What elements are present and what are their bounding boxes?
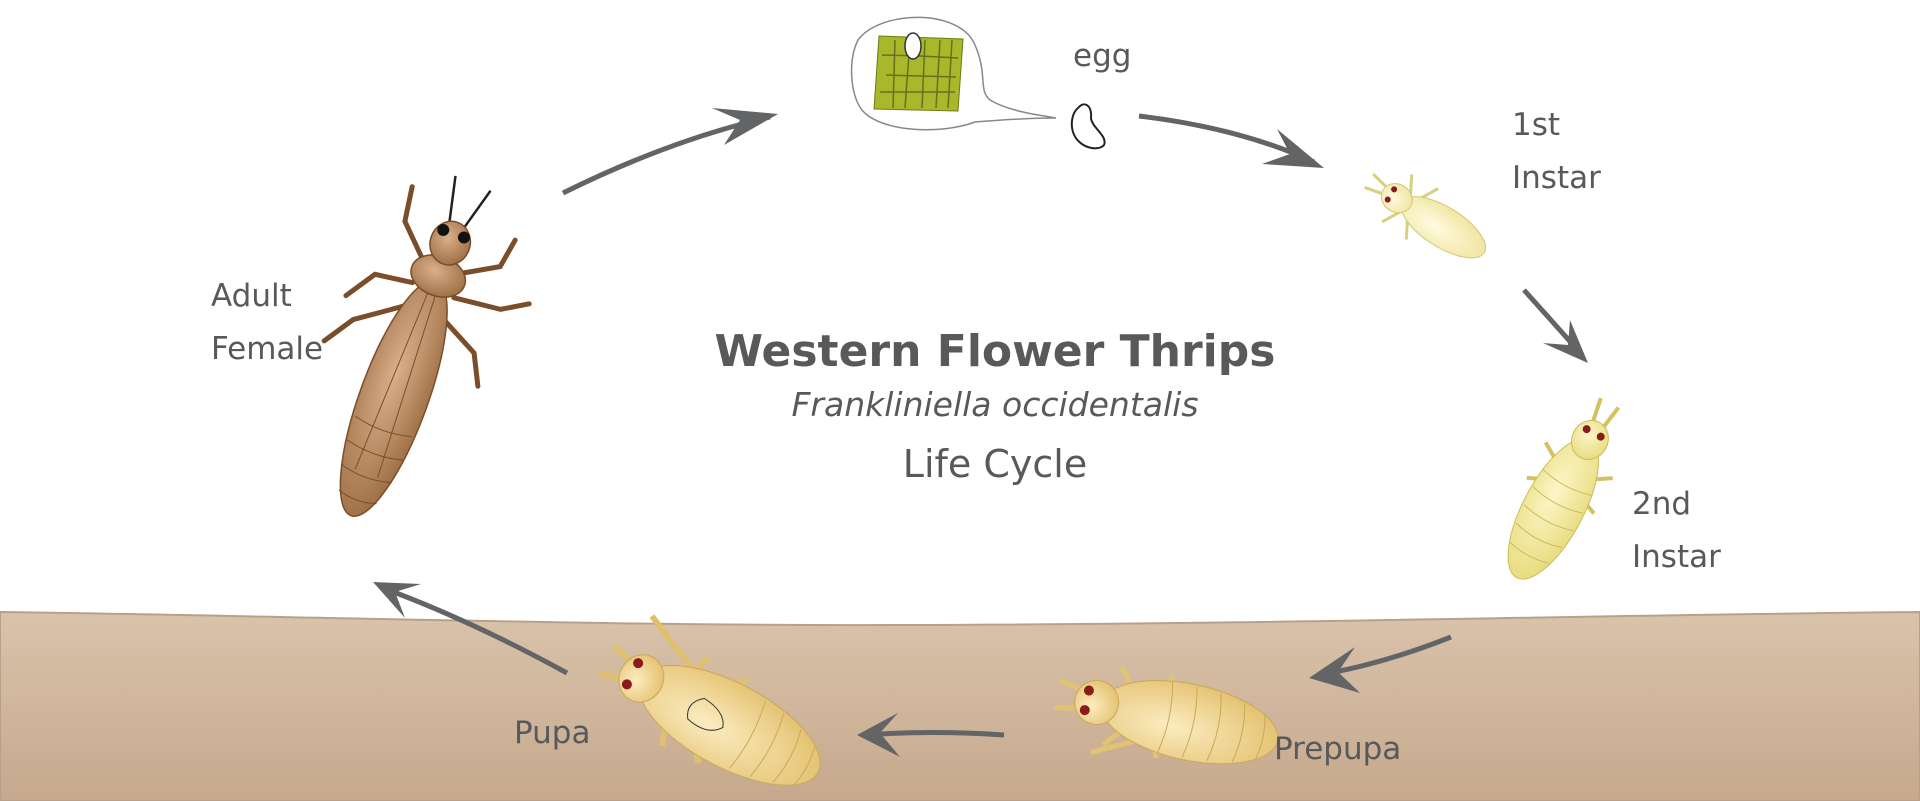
diagram-subtitle: Life Cycle [903, 442, 1087, 486]
second-instar-thrips [1507, 397, 1621, 580]
label-egg: egg [1073, 38, 1131, 74]
arrow-adult-to-egg [561, 108, 778, 196]
scientific-name: Frankliniella occidentalis [791, 385, 1198, 424]
prepupa-thrips [1054, 665, 1279, 765]
label-first-instar-line2: Instar [1512, 160, 1601, 196]
label-first-instar-line1: 1st [1512, 107, 1560, 143]
label-prepupa: Prepupa [1274, 731, 1401, 767]
label-pupa: Pupa [514, 715, 590, 751]
label-second-instar-line1: 2nd [1632, 486, 1691, 522]
pupa-thrips [597, 614, 821, 786]
arrow-prepupa-to-pupa [857, 713, 1005, 757]
cycle-arrows [373, 108, 1588, 757]
egg-on-leaf-magnified [850, 16, 1057, 131]
diagram-title: Western Flower Thrips [715, 326, 1276, 377]
adult-female-thrips [321, 175, 532, 517]
arrow-first-to-second-instar [1522, 288, 1588, 363]
soil-ground [0, 610, 1920, 801]
arrow-pupa-to-adult [373, 582, 569, 676]
egg-shape [1070, 103, 1106, 150]
arrow-second-instar-to-prepupa [1309, 634, 1452, 693]
label-adult-female-line2: Female [211, 331, 323, 367]
egg-in-leaf [904, 32, 922, 60]
arrow-egg-to-first-instar [1138, 113, 1324, 168]
first-instar-thrips [1364, 172, 1487, 259]
label-second-instar-line2: Instar [1632, 539, 1721, 575]
label-adult-female-line1: Adult [211, 278, 292, 314]
